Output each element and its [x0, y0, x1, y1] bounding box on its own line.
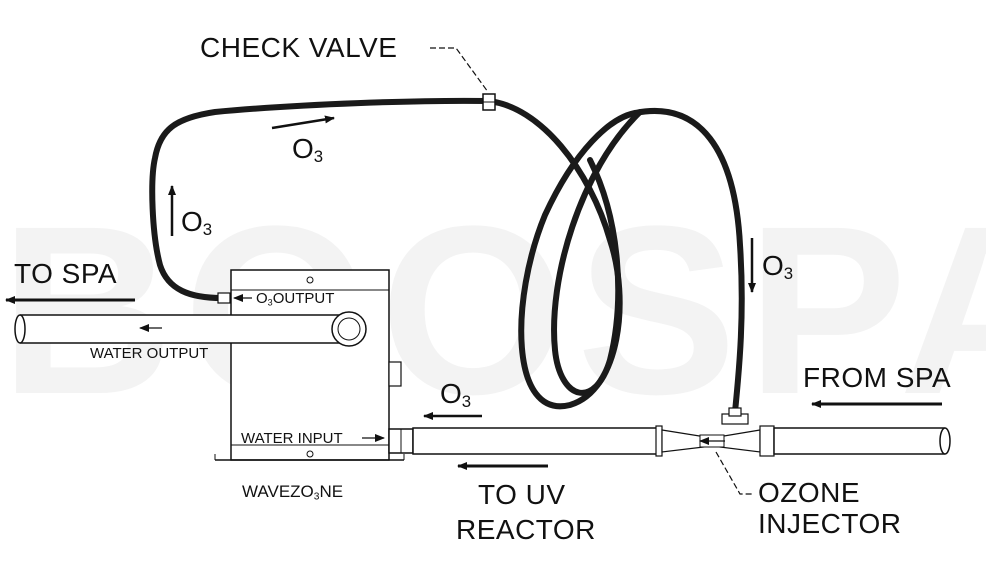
to-spa-label: TO SPA — [14, 258, 118, 289]
check-valve-label: CHECK VALVE — [200, 32, 398, 63]
pipe-elbow — [331, 311, 367, 347]
pipe-coupling-right — [759, 425, 775, 457]
inlet-pipe — [412, 427, 660, 455]
unit-name-label: WAVEZO3NE — [242, 482, 344, 503]
check-valve-leader — [430, 47, 489, 93]
o3-label-left: O3 — [181, 206, 213, 240]
from-spa-label: FROM SPA — [803, 362, 952, 393]
o3-label-top: O3 — [292, 133, 324, 167]
water-output-label: WATER OUTPUT — [90, 345, 209, 362]
unit-side-bracket — [388, 361, 402, 387]
unit-screw-bottom — [306, 450, 314, 458]
watermark: BOOSPA — [0, 176, 986, 444]
unit-screw-top — [306, 276, 314, 284]
water-input-label: WATER INPUT — [241, 430, 343, 447]
spa-return-pipe — [773, 427, 945, 455]
pipe-coupling-left — [655, 425, 663, 457]
water-output-pipe — [20, 314, 363, 344]
o3-label-right: O3 — [762, 250, 794, 284]
o3-label-inlet: O3 — [440, 378, 472, 412]
o3-output-fitting — [217, 292, 231, 304]
ozone-injector-label-line1: OZONE — [758, 477, 861, 508]
ozone-injector-leader — [715, 451, 752, 495]
to-uv-label-line1: TO UV — [478, 479, 566, 510]
o3-output-label: O3OUTPUT — [256, 290, 335, 308]
to-uv-label-line2: REACTOR — [456, 514, 596, 545]
ozone-injector-label-line2: INJECTOR — [758, 508, 902, 539]
o3-arrow-top — [271, 115, 335, 130]
ozone-hose-coil — [551, 109, 643, 396]
